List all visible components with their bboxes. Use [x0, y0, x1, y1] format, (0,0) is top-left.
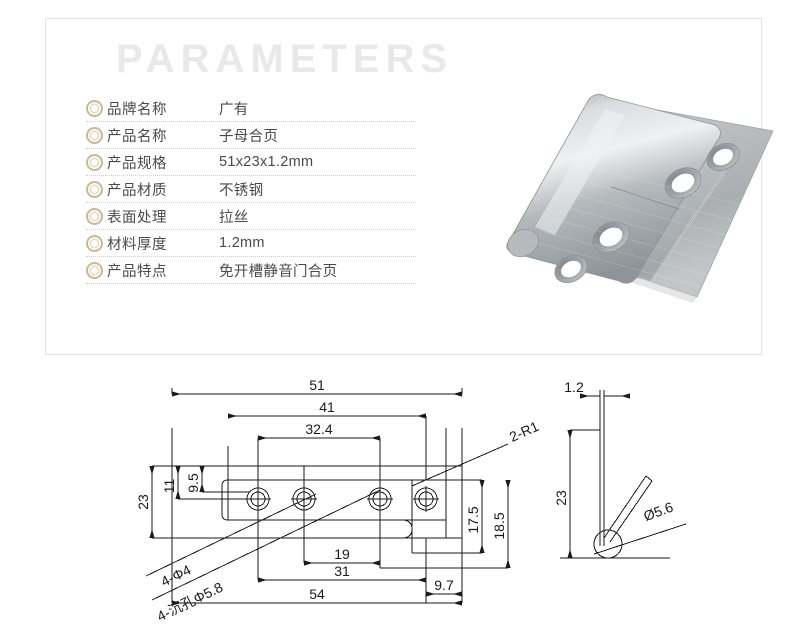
dimension-label: 41	[319, 399, 335, 415]
screw-hole	[592, 221, 630, 253]
leader-4-phi4	[145, 493, 317, 577]
page-title: PARAMETERS	[116, 37, 454, 81]
front-view-outline	[171, 428, 463, 580]
screw-hole	[664, 167, 702, 199]
spec-value: 51x23x1.2mm	[219, 154, 314, 170]
spec-value: 免开槽静音门合页	[219, 263, 338, 280]
spec-value: 不锈钢	[219, 182, 264, 199]
parameters-panel: PARAMETERS 品牌名称 广有 产品名称 子母合页 产品规格 51x23x…	[45, 18, 774, 355]
callout-label: 2-R1	[507, 418, 541, 445]
dimension-label: 1.2	[564, 379, 584, 395]
dimension-1-2	[580, 390, 630, 416]
leader-2-r1	[411, 443, 509, 487]
table-row: 产品名称 子母合页	[86, 122, 416, 149]
technical-drawing: 51 41 32.4 23 11 9.5 17.5 18.5 19 31 54 …	[130, 368, 690, 633]
screw-hole-symbol	[245, 486, 271, 512]
dimension-label: 23	[553, 490, 569, 506]
dimension-54	[171, 538, 463, 606]
spec-value: 子母合页	[219, 128, 279, 145]
spec-value: 广有	[219, 101, 249, 118]
spec-label: 表面处理	[107, 209, 167, 226]
table-row: 材料厚度 1.2mm	[86, 230, 416, 257]
spec-label: 材料厚度	[107, 236, 167, 253]
dimension-23-left	[149, 465, 172, 539]
callout-label: 4-Φ4	[158, 561, 193, 589]
screw-hole-symbol	[413, 486, 439, 512]
screw-hole	[554, 254, 588, 284]
dimension-label: 32.4	[305, 421, 332, 437]
dimension-label: 9.5	[185, 473, 201, 493]
table-row: 产品规格 51x23x1.2mm	[86, 149, 416, 176]
circle-bullet-icon	[86, 261, 103, 279]
dimension-17-5	[412, 479, 485, 554]
circle-bullet-icon	[86, 180, 103, 198]
leader-phi-5-6	[593, 523, 687, 555]
spec-value: 拉丝	[219, 209, 249, 226]
spec-label: 产品特点	[107, 263, 167, 280]
spec-value: 1.2mm	[219, 235, 265, 251]
dimension-label: 31	[334, 563, 350, 579]
dimension-label: 54	[309, 586, 325, 602]
brushed-texture	[530, 170, 768, 288]
dimension-label: 23	[135, 494, 151, 510]
dimension-9-5	[199, 466, 250, 493]
spec-label: 产品规格	[107, 155, 167, 172]
dimension-18-5	[380, 480, 511, 569]
table-row: 产品材质 不锈钢	[86, 176, 416, 203]
screw-hole-symbol	[367, 486, 393, 512]
dimension-label: 17.5	[465, 506, 481, 533]
dimension-label: Ø5.6	[641, 499, 675, 524]
dimension-41	[228, 413, 427, 480]
circle-bullet-icon	[86, 126, 103, 144]
table-row: 产品特点 免开槽静音门合页	[86, 257, 416, 284]
dimension-11	[175, 466, 247, 500]
dimension-label: 9.7	[434, 577, 454, 593]
hinge-knuckle	[506, 94, 721, 284]
dimension-label: 19	[334, 546, 350, 562]
dimension-23-side	[567, 429, 600, 558]
circle-bullet-icon	[86, 99, 103, 117]
screw-hole	[706, 142, 740, 172]
table-row: 品牌名称 广有	[86, 95, 416, 122]
circle-bullet-icon	[86, 207, 103, 225]
dimension-label: 51	[309, 377, 325, 393]
leader-4-counterbore	[151, 489, 381, 601]
product-photo	[501, 91, 800, 321]
spec-label: 品牌名称	[107, 101, 167, 118]
spec-label: 产品名称	[107, 128, 167, 145]
dimension-51	[171, 388, 463, 397]
table-row: 表面处理 拉丝	[86, 203, 416, 230]
dimension-label: 18.5	[491, 512, 507, 539]
circle-bullet-icon	[86, 153, 103, 171]
spec-label: 产品材质	[107, 182, 167, 199]
dimension-32-4	[257, 435, 381, 480]
spec-table: 品牌名称 广有 产品名称 子母合页 产品规格 51x23x1.2mm 产品材质 …	[86, 95, 416, 284]
dimension-label: 11	[161, 479, 177, 494]
side-view-outline	[560, 416, 670, 559]
screw-hole-symbol	[291, 486, 317, 512]
circle-bullet-icon	[86, 234, 103, 252]
